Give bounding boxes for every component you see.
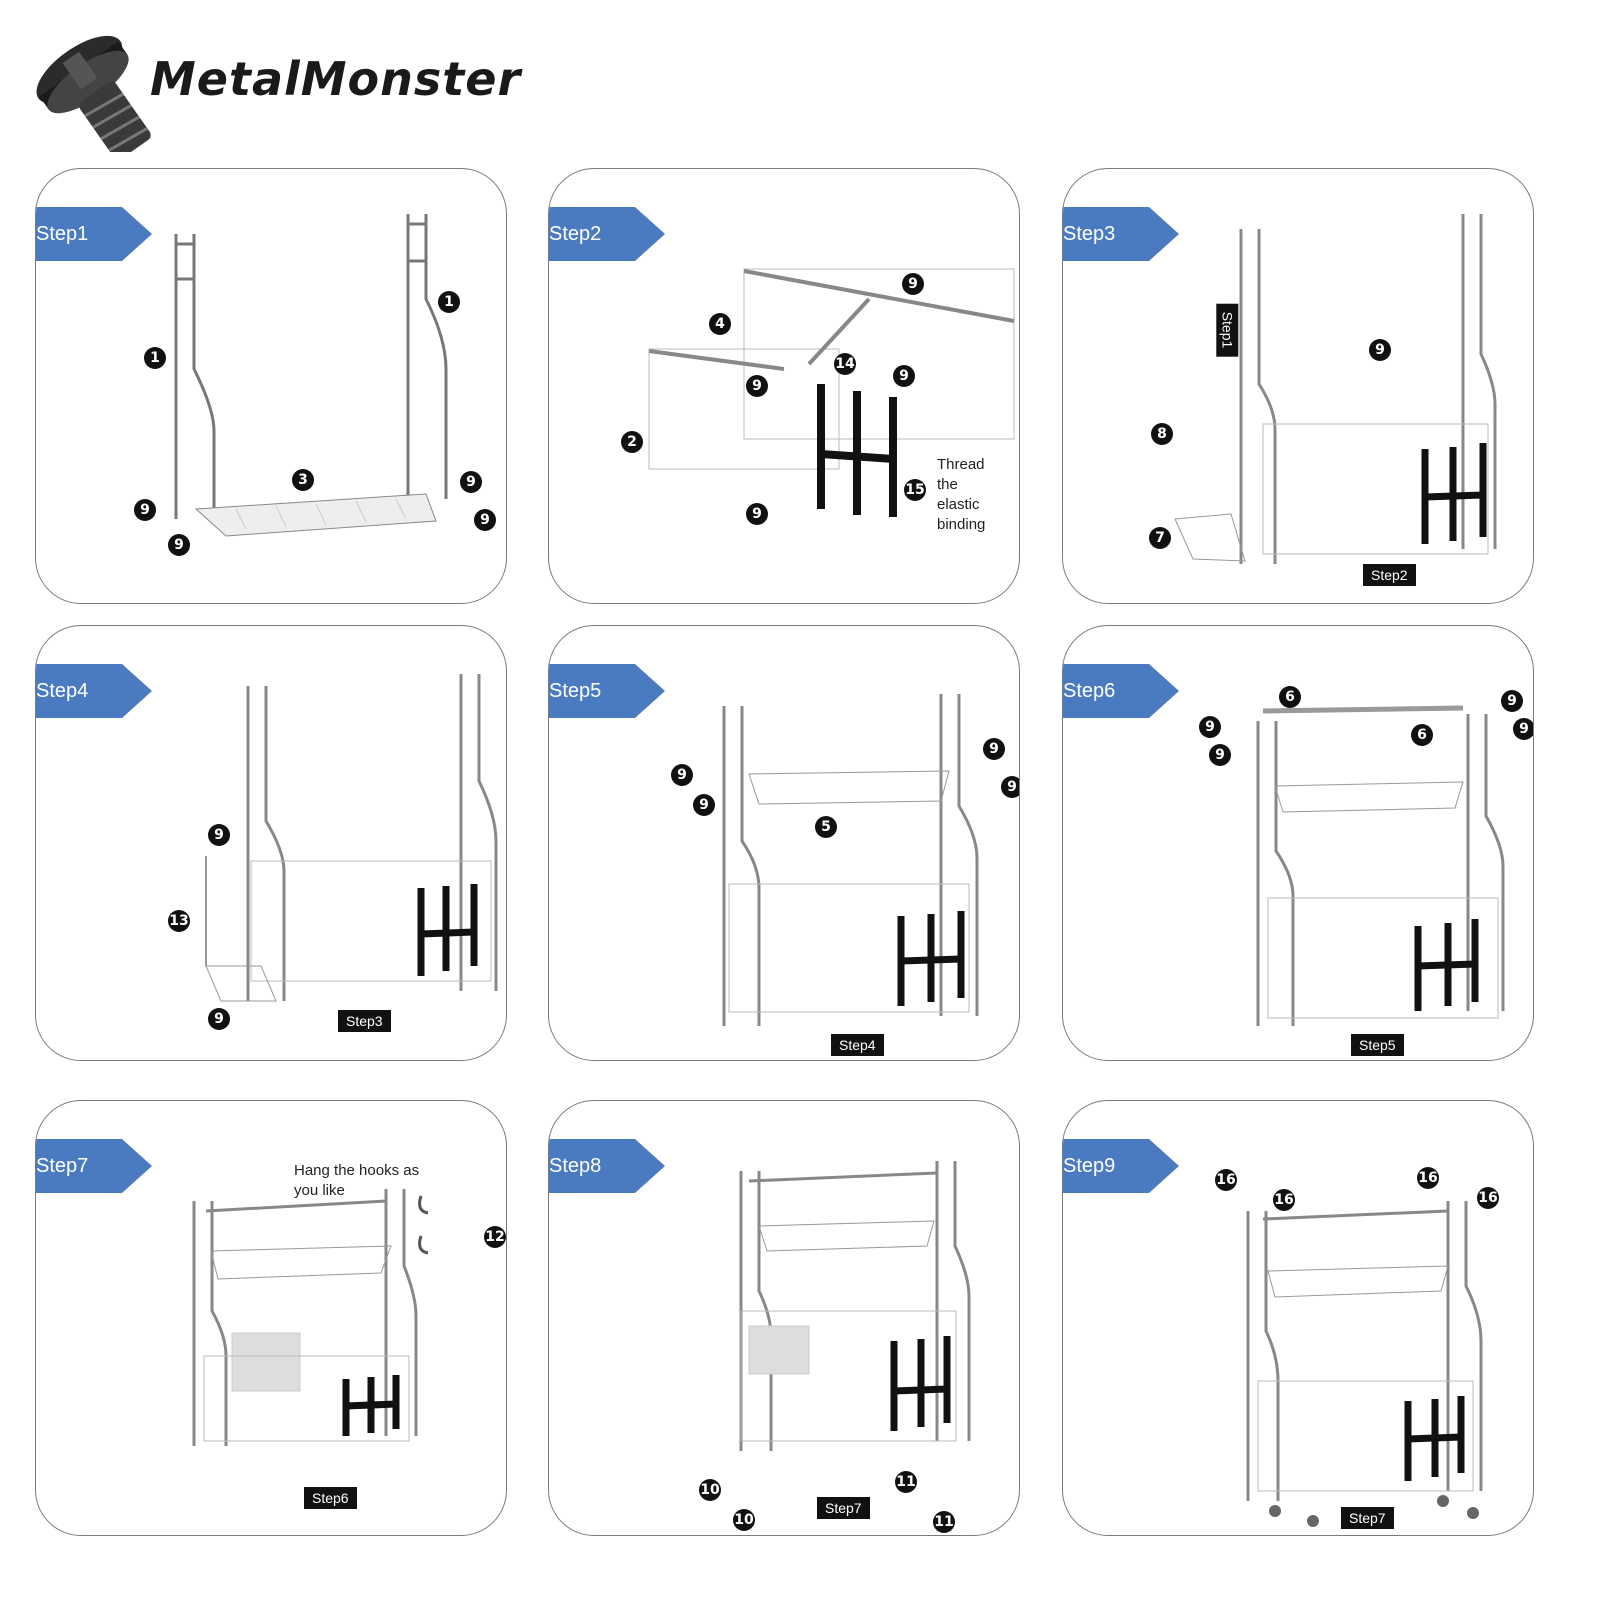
brand-name: MetalMonster [150, 52, 522, 106]
part-marker: 16 [1417, 1167, 1439, 1189]
part-marker: 6 [1279, 686, 1301, 708]
part-marker: 5 [815, 816, 837, 838]
step-panel-4: Step4 9 13 9 Step3 [35, 625, 507, 1061]
step-panel-9: Step9 16 16 16 16 Step7 [1062, 1100, 1534, 1536]
previous-step-label: Step7 [1341, 1507, 1394, 1529]
part-marker: 8 [1151, 423, 1173, 445]
previous-step-label: Step4 [831, 1034, 884, 1056]
part-marker: 9 [1209, 744, 1231, 766]
part-marker: 3 [292, 469, 314, 491]
part-marker: 16 [1273, 1189, 1295, 1211]
part-marker: 9 [208, 824, 230, 846]
part-marker: 10 [733, 1509, 755, 1531]
step-panel-3: Step3 Step1 9 8 7 Step2 [1062, 168, 1534, 604]
step-tag: Step4 [36, 664, 152, 718]
part-marker: 9 [1501, 690, 1523, 712]
step-tag: Step6 [1063, 664, 1179, 718]
side-reference-label: Step1 [1216, 303, 1239, 357]
assembly-diagram [722, 694, 979, 1026]
screw-icon [36, 35, 151, 152]
assembly-diagram [1174, 214, 1497, 564]
part-marker: 9 [671, 764, 693, 786]
part-marker: 12 [484, 1226, 506, 1248]
part-marker: 9 [893, 365, 915, 387]
part-marker: 13 [168, 910, 190, 932]
part-marker: 4 [709, 313, 731, 335]
step-tag: Step5 [549, 664, 665, 718]
part-marker: 9 [460, 471, 482, 493]
part-marker: 9 [168, 534, 190, 556]
instruction-note: Hang the hooks as you like [294, 1162, 420, 1199]
step-panel-1: Step1 1 1 3 9 9 9 9 [35, 168, 507, 604]
part-marker: 11 [895, 1471, 917, 1493]
step-tag: Step9 [1063, 1139, 1179, 1193]
part-marker: 16 [1215, 1169, 1237, 1191]
part-marker: 15 [904, 479, 926, 501]
previous-step-label: Step2 [1363, 564, 1416, 586]
part-marker: 9 [1199, 716, 1221, 738]
part-marker: 9 [1369, 339, 1391, 361]
part-marker: 9 [902, 273, 924, 295]
part-marker: 2 [621, 431, 643, 453]
part-marker: 10 [699, 1479, 721, 1501]
part-marker: 9 [746, 375, 768, 397]
assembly-diagram [1246, 1201, 1483, 1527]
part-marker: 11 [933, 1511, 955, 1533]
previous-step-label: Step5 [1351, 1034, 1404, 1056]
part-marker: 7 [1149, 527, 1171, 549]
step-tag: Step8 [549, 1139, 665, 1193]
part-marker: 14 [834, 353, 856, 375]
part-marker: 9 [1001, 776, 1019, 798]
assembly-diagram [205, 674, 498, 1002]
step-panel-6: Step6 6 9 9 9 9 6 Step5 [1062, 625, 1534, 1061]
step-panel-8: Step8 10 10 11 11 Step7 [548, 1100, 1020, 1536]
part-marker: 6 [1411, 724, 1433, 746]
part-marker: 9 [1513, 718, 1533, 740]
part-marker: 1 [438, 291, 460, 313]
frame-diagram [174, 214, 448, 537]
part-marker: 9 [983, 738, 1005, 760]
step-tag: Step2 [549, 207, 665, 261]
step-panel-5: Step5 9 9 9 9 5 Step4 [548, 625, 1020, 1061]
part-marker: 9 [746, 503, 768, 525]
assembly-diagram [192, 1189, 429, 1446]
part-marker: 9 [134, 499, 156, 521]
previous-step-label: Step7 [817, 1497, 870, 1519]
step-tag: Step7 [36, 1139, 152, 1193]
step-panel-7: Step7 Hang the hooks as you like 12 Step… [35, 1100, 507, 1536]
instruction-note: Thread the elastic binding [937, 456, 986, 533]
previous-step-label: Step3 [338, 1010, 391, 1032]
step-panel-2: Step2 4 9 2 14 9 9 15 9 Thread the elast… [548, 168, 1020, 604]
assembly-diagram [1256, 705, 1505, 1026]
part-marker: 9 [208, 1008, 230, 1030]
part-marker: 9 [474, 509, 496, 531]
previous-step-label: Step6 [304, 1487, 357, 1509]
part-marker: 1 [144, 347, 166, 369]
grid-panel-diagram [648, 268, 1015, 517]
step-tag: Step1 [36, 207, 152, 261]
assembly-diagram [739, 1161, 971, 1451]
step-tag: Step3 [1063, 207, 1179, 261]
part-marker: 9 [693, 794, 715, 816]
part-marker: 16 [1477, 1187, 1499, 1209]
